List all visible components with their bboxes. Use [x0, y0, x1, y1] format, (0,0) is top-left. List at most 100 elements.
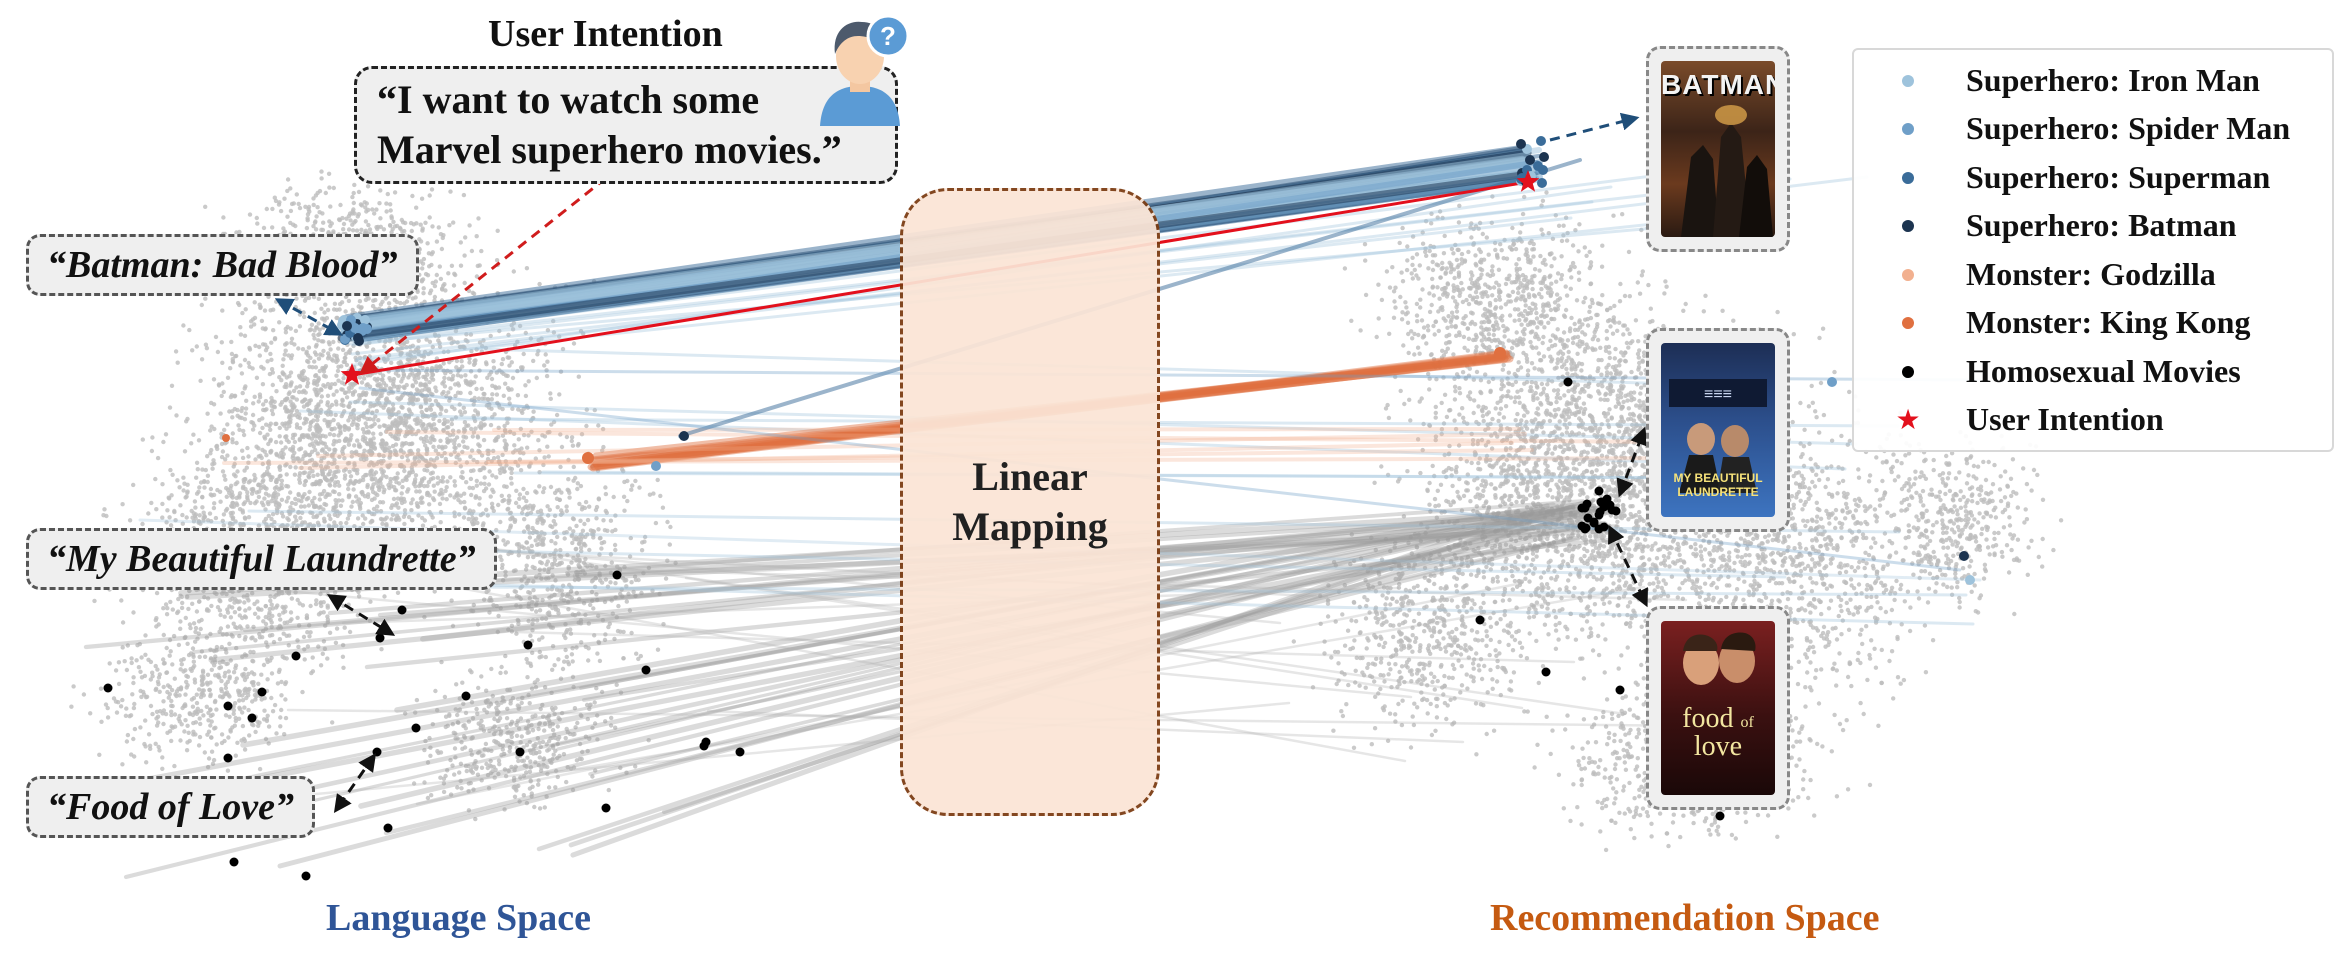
scatter-point: [529, 543, 534, 549]
scatter-point: [500, 357, 506, 362]
scatter-point: [468, 369, 474, 374]
scatter-point: [300, 377, 306, 383]
scatter-point: [321, 220, 326, 225]
scatter-point: [348, 474, 354, 479]
scatter-point: [462, 506, 468, 511]
scatter-point: [154, 590, 160, 596]
scatter-point: [501, 469, 507, 474]
scatter-point: [232, 723, 237, 728]
scatter-point: [196, 619, 202, 624]
scatter-point: [308, 355, 313, 361]
scatter-point: [639, 548, 645, 553]
scatter-point: [249, 636, 254, 641]
scatter-point: [356, 212, 361, 217]
scatter-point: [400, 478, 405, 483]
scatter-point: [192, 513, 198, 519]
scatter-point: [189, 668, 194, 673]
scatter-point: [316, 505, 322, 510]
scatter-point: [265, 359, 270, 364]
scatter-point: [285, 409, 290, 414]
scatter-point: [124, 739, 130, 744]
background-scatter: [69, 169, 2064, 853]
scatter-point: [221, 215, 226, 220]
scatter-point: [261, 225, 267, 231]
scatter-point: [395, 384, 400, 390]
scatter-point: [452, 441, 457, 446]
scatter-point: [574, 523, 579, 529]
scatter-point: [178, 503, 183, 508]
scatter-point: [184, 673, 189, 679]
scatter-point: [347, 211, 353, 216]
scatter-point: [256, 681, 261, 686]
scatter-point: [447, 336, 452, 341]
scatter-point: [608, 580, 613, 585]
scatter-point: [499, 565, 505, 571]
scatter-point: [125, 732, 131, 738]
scatter-point: [467, 485, 472, 490]
scatter-point: [306, 433, 311, 438]
scatter-point: [416, 448, 421, 453]
scatter-point: [440, 475, 446, 480]
scatter-point: [396, 373, 401, 378]
scatter-point: [538, 560, 543, 565]
scatter-point: [610, 529, 615, 534]
scatter-point: [131, 610, 136, 615]
scatter-point: [260, 474, 265, 479]
scatter-point: [444, 485, 449, 490]
scatter-point: [279, 478, 285, 483]
scatter-point: [205, 411, 210, 416]
scatter-point: [331, 339, 336, 345]
scatter-point: [380, 373, 386, 378]
scatter-point: [564, 504, 569, 509]
scatter-point: [377, 487, 382, 493]
scatter-point: [419, 278, 425, 283]
scatter-point: [179, 662, 184, 667]
scatter-point: [359, 227, 364, 232]
scatter-point: [608, 518, 614, 523]
scatter-point: [283, 715, 289, 721]
scatter-point: [297, 389, 302, 395]
scatter-point: [148, 677, 153, 682]
scatter-point: [438, 478, 443, 484]
scatter-point: [184, 679, 189, 685]
scatter-point: [240, 448, 245, 453]
scatter-point: [160, 766, 165, 771]
scatter-point: [569, 652, 575, 657]
scatter-point: [423, 271, 429, 277]
scatter-point: [329, 357, 334, 362]
scatter-point: [329, 382, 334, 387]
scatter-point: [316, 402, 321, 407]
scatter-point: [567, 526, 572, 531]
scatter-point: [357, 375, 363, 380]
scatter-point: [224, 494, 229, 499]
scatter-point: [305, 377, 310, 382]
scatter-point: [506, 506, 511, 511]
scatter-point: [363, 228, 368, 233]
scatter-point: [363, 472, 368, 478]
scatter-point: [349, 504, 354, 509]
scatter-point: [462, 491, 467, 496]
scatter-point: [316, 296, 321, 301]
scatter-point: [352, 220, 357, 225]
scatter-point: [621, 494, 627, 499]
scatter-point: [327, 471, 332, 477]
scatter-point: [81, 692, 87, 697]
scatter-point: [213, 725, 218, 730]
scatter-point: [198, 694, 204, 700]
scatter-point: [262, 708, 267, 713]
scatter-point: [288, 370, 294, 375]
scatter-point: [261, 402, 266, 407]
scatter-point: [194, 609, 200, 614]
scatter-point: [204, 704, 209, 709]
scatter-point: [143, 633, 148, 638]
scatter-point: [307, 634, 312, 639]
scatter-point: [235, 300, 241, 306]
scatter-point: [559, 508, 564, 513]
scatter-point: [358, 202, 364, 207]
scatter-point: [471, 468, 476, 473]
scatter-point: [537, 608, 543, 613]
scatter-point: [542, 363, 547, 368]
scatter-point: [368, 438, 373, 444]
scatter-point: [251, 723, 256, 728]
scatter-point: [578, 483, 584, 489]
